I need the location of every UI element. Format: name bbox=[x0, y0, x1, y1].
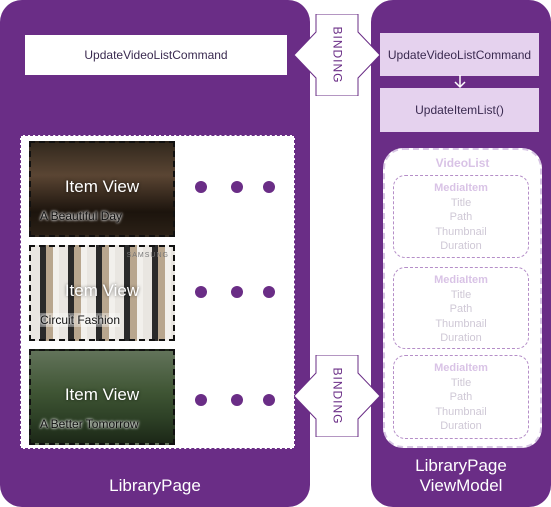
ellipsis-dot bbox=[195, 394, 207, 406]
field-thumbnail: Thumbnail bbox=[435, 225, 487, 238]
update-item-list-method: UpdateItemList() bbox=[380, 88, 539, 132]
binding-label: BINDING bbox=[330, 26, 345, 84]
field-duration: Duration bbox=[440, 240, 482, 252]
method-label: UpdateItemList() bbox=[415, 103, 504, 117]
ellipsis-dot bbox=[263, 181, 275, 193]
media-item-title: MediaItem bbox=[434, 274, 488, 286]
media-item-title: MediaItem bbox=[434, 182, 488, 194]
ellipsis-dot bbox=[195, 286, 207, 298]
video-title-caption: A Beautiful Day bbox=[40, 209, 123, 223]
binding-connector-bottom: BINDING bbox=[293, 354, 381, 438]
brand-watermark: SAMSUNG bbox=[126, 252, 169, 259]
video-title-caption: Circuit Fashion bbox=[40, 313, 121, 327]
item-view-label: Item View bbox=[64, 385, 140, 404]
field-duration: Duration bbox=[440, 420, 482, 432]
item-view-1: Item View A Beautiful Day bbox=[29, 141, 175, 237]
down-arrow-icon bbox=[454, 75, 466, 89]
field-duration: Duration bbox=[440, 332, 482, 344]
media-item: MediaItem Title Path Thumbnail Duration bbox=[393, 267, 529, 349]
ellipsis-dot bbox=[231, 181, 243, 193]
video-title-caption: A Better Tomorrow bbox=[40, 417, 139, 431]
media-item: MediaItem Title Path Thumbnail Duration bbox=[393, 355, 529, 439]
ellipsis-dot bbox=[231, 286, 243, 298]
viewmodel-command-label: UpdateVideoListCommand bbox=[387, 47, 532, 62]
ellipsis-dot bbox=[263, 286, 275, 298]
field-thumbnail: Thumbnail bbox=[435, 317, 487, 330]
binding-label: BINDING bbox=[330, 367, 345, 425]
viewmodel-update-video-list-command: UpdateVideoListCommand bbox=[380, 33, 539, 76]
item-view-3: Item View A Better Tomorrow bbox=[29, 349, 175, 445]
item-view-2: SAMSUNG Item View Circuit Fashion bbox=[29, 245, 175, 341]
view-update-video-list-command: UpdateVideoListCommand bbox=[25, 35, 287, 75]
field-title: Title bbox=[450, 288, 472, 301]
field-thumbnail: Thumbnail bbox=[435, 405, 487, 418]
field-path: Path bbox=[449, 211, 473, 223]
media-item: MediaItem Title Path Thumbnail Duration bbox=[393, 175, 529, 258]
item-view-label: Item View bbox=[64, 281, 140, 300]
viewmodel-title: LibraryPage ViewModel bbox=[415, 456, 507, 495]
videolist-container bbox=[383, 148, 542, 448]
binding-connector-top: BINDING bbox=[293, 13, 381, 97]
library-page-title: LibraryPage bbox=[109, 476, 201, 495]
field-title: Title bbox=[450, 376, 472, 389]
field-path: Path bbox=[449, 391, 473, 403]
ellipsis-dot bbox=[231, 394, 243, 406]
view-command-label: UpdateVideoListCommand bbox=[84, 48, 228, 62]
ellipsis-dot bbox=[195, 181, 207, 193]
ellipsis-dot bbox=[263, 394, 275, 406]
media-item-title: MediaItem bbox=[434, 362, 488, 374]
item-view-label: Item View bbox=[64, 177, 140, 196]
videolist-title: VideoList bbox=[435, 156, 490, 170]
field-path: Path bbox=[449, 303, 473, 315]
field-title: Title bbox=[450, 196, 472, 209]
